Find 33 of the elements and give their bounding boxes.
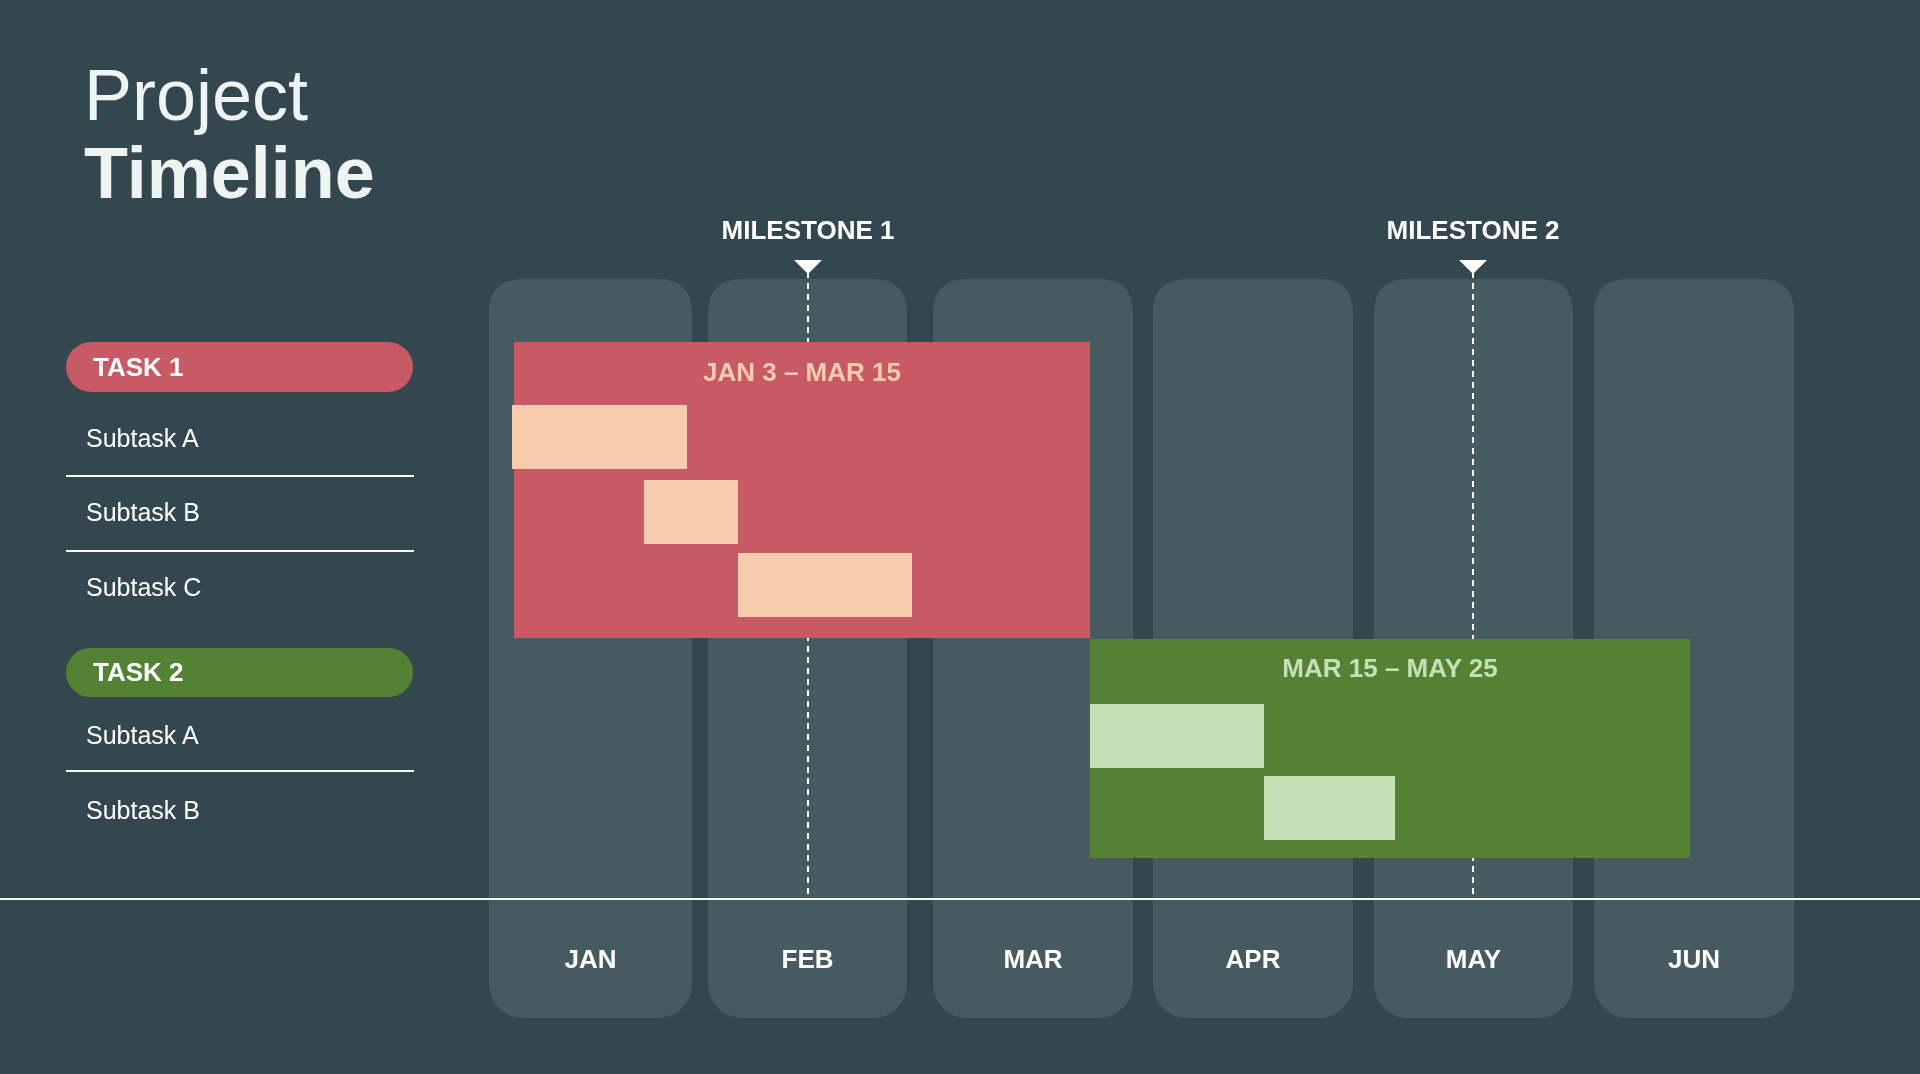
subtask-bar (1090, 704, 1264, 768)
task-bar (1090, 639, 1690, 858)
task-bar (514, 342, 1090, 638)
date-range: MAR 15 – MAY 25 (1282, 652, 1498, 684)
month-tile (1153, 900, 1353, 1018)
milestone-label: MILESTONE 1 (721, 214, 895, 247)
subtask-bar (512, 405, 687, 469)
task-name: TASK 2 (93, 656, 184, 689)
date-range: JAN 3 – MAR 15 (703, 356, 901, 388)
subtask-label: Subtask B (86, 497, 200, 528)
subtask-bar (1264, 776, 1395, 840)
subtask-bar (644, 480, 738, 544)
month-tile (489, 900, 692, 1018)
month-tile (1374, 900, 1573, 1018)
milestone-label: MILESTONE 2 (1386, 214, 1560, 247)
task-pill (66, 342, 413, 392)
month-label: MAY (1445, 942, 1502, 976)
subtask-label: Subtask A (86, 720, 199, 751)
title: Project Timeline (84, 56, 376, 212)
month-label: JUN (1668, 942, 1720, 976)
month-label: FEB (781, 942, 834, 976)
subtask-bar (738, 553, 912, 617)
month-tile (708, 900, 907, 1018)
month-label: JAN (564, 942, 617, 976)
subtask-label: Subtask B (86, 795, 200, 826)
month-label: APR (1225, 942, 1281, 976)
task-pill (66, 648, 413, 697)
subtask-label: Subtask A (86, 423, 199, 454)
month-label: MAR (1003, 942, 1063, 976)
task-name: TASK 1 (93, 350, 184, 384)
month-tile (933, 900, 1133, 1018)
subtask-label: Subtask C (86, 572, 202, 603)
month-tile (1594, 900, 1794, 1018)
